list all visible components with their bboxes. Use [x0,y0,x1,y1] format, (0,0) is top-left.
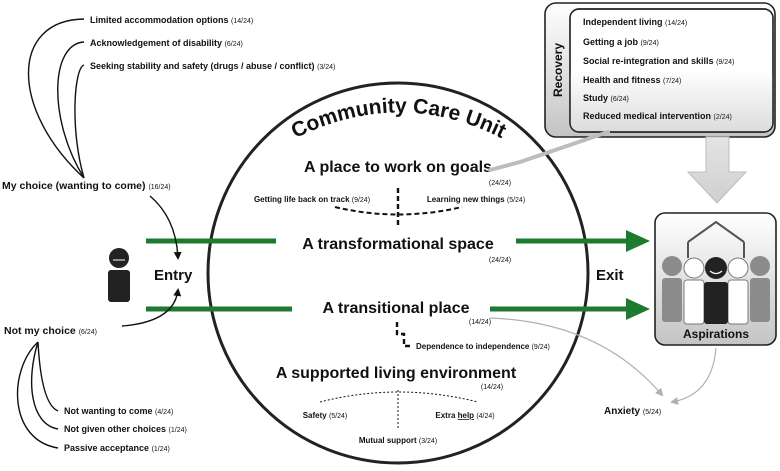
person-icon [108,248,130,302]
my-choice-reason-3: Seeking stability and safety (drugs / ab… [90,61,335,71]
transitional-label: A transitional place [323,300,470,317]
recovery-to-aspirations-arrow [686,136,748,204]
aspirations-to-anxiety-arrow [670,347,717,405]
house-people-icon [662,220,770,325]
my-choice-label: My choice (wanting to come) (16/24) [2,180,171,192]
not-my-choice-label: Not my choice (6/24) [4,325,97,337]
my-choice-brackets [27,18,85,179]
not-my-choice-reason-2: Not given other choices (1/24) [64,424,187,434]
mutual-support-label: Mutual support (3/24) [359,436,437,445]
recovery-item-3: Social re-integration and skills (9/24) [583,56,734,66]
goals-sub-right: Learning new things (5/24) [427,195,525,204]
transitional-count: (14/24) [469,319,491,326]
recovery-item-2: Getting a job (9/24) [583,37,659,47]
my-choice-reason-2: Acknowledgement of disability (6/24) [90,38,243,48]
supported-label: A supported living environment [276,365,517,382]
transitional-to-anxiety-arrow [489,317,664,397]
recovery-label: Recovery [551,43,565,97]
anxiety-label: Anxiety (5/24) [604,406,661,417]
safety-label: Safety (5/24) [303,411,348,420]
not-my-choice-reason-1: Not wanting to come (4/24) [64,406,173,416]
recovery-item-1: Independent living (14/24) [583,17,687,27]
entry-label: Entry [154,267,193,284]
community-care-circle [206,81,590,465]
goals-sub-left: Getting life back on track (9/24) [254,195,370,204]
transformational-count: (24/24) [489,257,511,264]
recovery-item-4: Health and fitness (7/24) [583,75,681,85]
exit-label: Exit [596,267,624,284]
not-my-choice-brackets [16,341,59,449]
extra-help-label: Extra help (4/24) [435,411,494,420]
aspirations-label: Aspirations [683,327,749,341]
goals-dashed-arc [334,206,463,216]
not-my-choice-reason-3: Passive acceptance (1/24) [64,443,170,453]
supported-dotted-arc [319,391,479,403]
green-arrow-transitional [146,298,650,320]
my-choice-reason-1: Limited accommodation options (14/24) [90,15,253,25]
circle-title: Community Care Unit [288,94,510,142]
goals-label: A place to work on goals [304,159,492,176]
goals-count: (24/24) [489,180,511,187]
goals-to-recovery-connector [488,130,610,172]
transitional-dashed-connector [395,322,411,348]
green-arrow-transformational [146,230,650,252]
supported-count: (14/24) [481,384,503,391]
recovery-item-5: Study (6/24) [583,93,629,103]
transformational-label: A transformational space [302,236,494,253]
not-my-choice-arrow [121,288,182,327]
my-choice-arrow [149,195,182,260]
transitional-sub: Dependence to independence (9/24) [416,342,550,351]
recovery-box [544,2,776,138]
recovery-item-6: Reduced medical intervention (2/24) [583,111,732,121]
